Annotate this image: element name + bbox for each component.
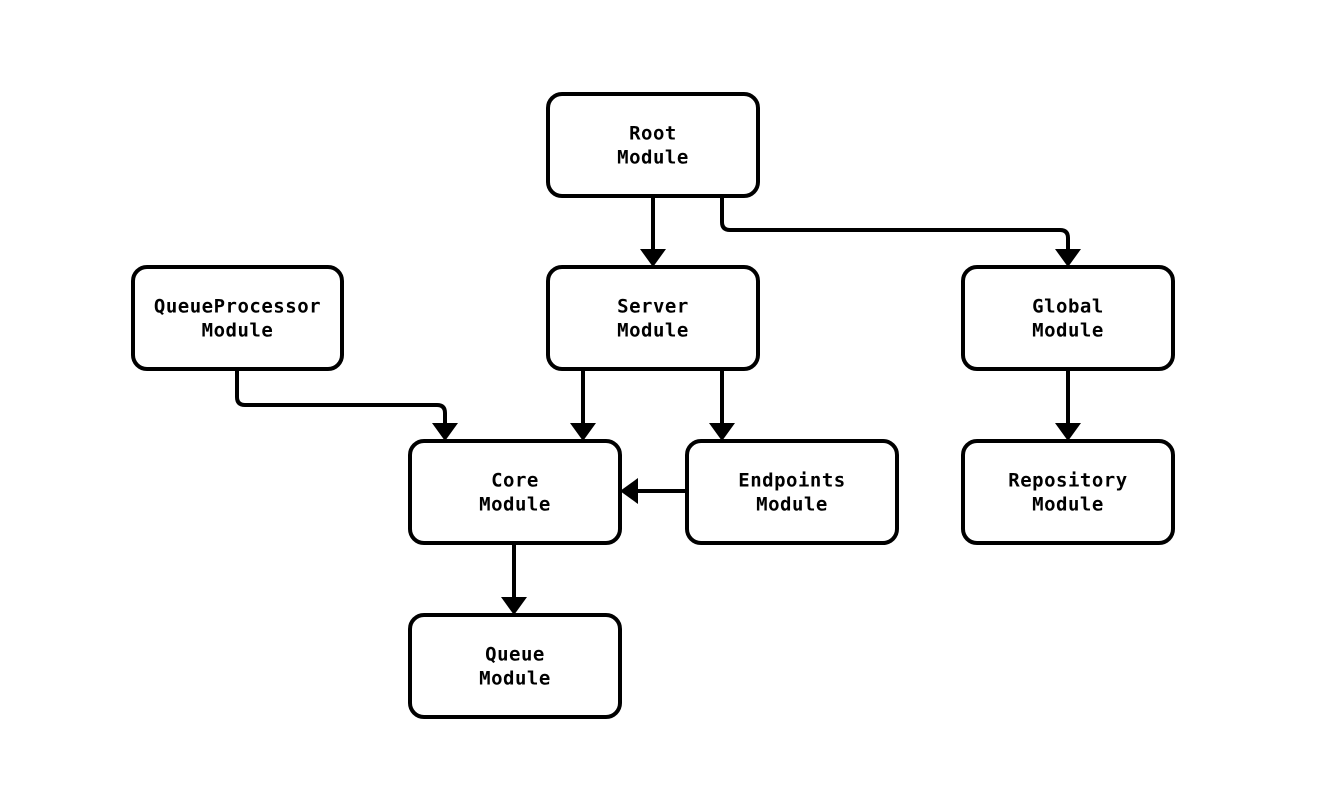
nodes-layer: RootModuleQueueProcessorModuleServerModu… [131,92,1175,719]
edge-server-to-endpoints-arrowhead-icon [709,423,735,441]
repository-module-node-box[interactable] [961,439,1175,545]
queue-module-node-box[interactable] [408,613,622,719]
queueprocessor-module-node-box[interactable] [131,265,344,371]
server-module-node-label-line1: Server [617,296,689,318]
edge-endpoints-to-core [620,478,687,504]
core-module-node-label-line2: Module [479,494,551,516]
global-module-node-box[interactable] [961,265,1175,371]
endpoints-module-node-label-line1: Endpoints [738,470,845,492]
global-module-node-label-line1: Global [1032,296,1104,318]
root-module-node-box[interactable] [546,92,760,198]
edge-core-to-queue [501,543,527,615]
edge-root-to-global [720,196,1081,267]
server-module-node-box[interactable] [546,265,760,371]
edge-queueprocessor-to-core-arrowhead-icon [432,423,458,441]
endpoints-module-node-box[interactable] [685,439,899,545]
edge-global-to-repository-arrowhead-icon [1055,423,1081,441]
edge-queueprocessor-to-core-line [235,369,447,426]
server-module-node-label-line2: Module [617,320,689,342]
root-module-node-label-line1: Root [629,123,677,145]
edge-server-to-core [570,369,596,441]
core-module-node-label-line1: Core [491,470,539,492]
edge-server-to-core-arrowhead-icon [570,423,596,441]
edge-root-to-server-arrowhead-icon [640,249,666,267]
queueprocessor-module-node-label-line2: Module [202,320,274,342]
edge-endpoints-to-core-arrowhead-icon [620,478,638,504]
endpoints-module-node-label-line2: Module [756,494,828,516]
edge-root-to-global-line [720,196,1070,252]
edge-root-to-global-arrowhead-icon [1055,249,1081,267]
edge-queueprocessor-to-core [235,369,458,441]
edge-global-to-repository [1055,369,1081,441]
global-module-node-label-line2: Module [1032,320,1104,342]
edges-layer [235,196,1081,615]
core-module-node-box[interactable] [408,439,622,545]
edge-core-to-queue-arrowhead-icon [501,597,527,615]
queue-module-node-label-line1: Queue [485,644,545,666]
queueprocessor-module-node-label-line1: QueueProcessor [154,296,321,318]
edge-server-to-endpoints [709,369,735,441]
repository-module-node-label-line2: Module [1032,494,1104,516]
repository-module-node-label-line1: Repository [1008,470,1127,492]
root-module-node-label-line2: Module [617,147,689,169]
edge-root-to-server [640,196,666,267]
queue-module-node-label-line2: Module [479,668,551,690]
